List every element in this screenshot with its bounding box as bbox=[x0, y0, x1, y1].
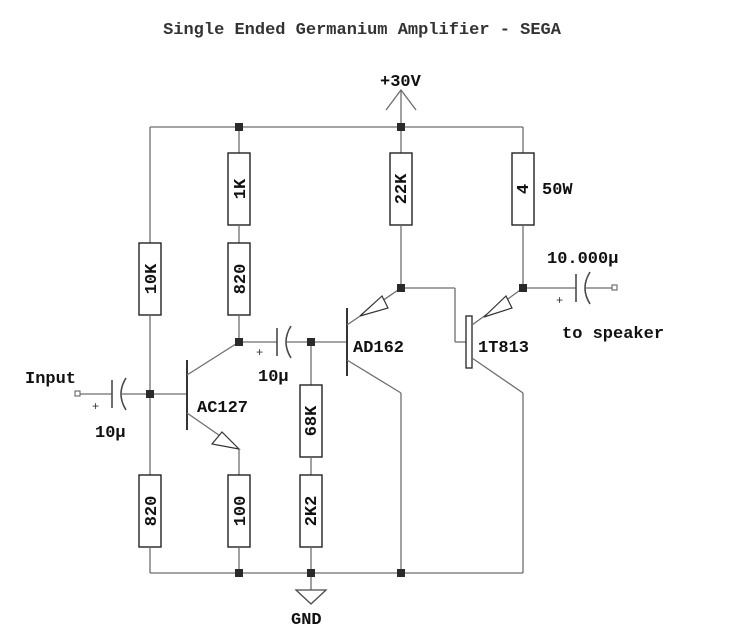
transistor-ad162 bbox=[346, 287, 402, 573]
resistor-1k-label: 1K bbox=[232, 178, 251, 199]
drive-wire bbox=[401, 287, 466, 343]
ground-label: GND bbox=[291, 611, 322, 630]
coupling-capacitor bbox=[239, 325, 347, 359]
input-cap-label: 10µ bbox=[95, 424, 126, 443]
resistor-68k-label: 68K bbox=[303, 405, 322, 436]
diagram-title: Single Ended Germanium Amplifier - SEGA bbox=[163, 21, 562, 40]
resistor-820-bias-label: 820 bbox=[143, 496, 162, 527]
resistor-100-label: 100 bbox=[232, 496, 251, 527]
supply-voltage-label: +30V bbox=[380, 73, 422, 92]
output-label: to speaker bbox=[562, 325, 664, 344]
input-label: Input bbox=[25, 370, 76, 389]
supply-rail bbox=[150, 88, 523, 128]
input-cap-polarity: + bbox=[92, 400, 99, 414]
output-cap-polarity: + bbox=[556, 294, 563, 308]
ground-rail bbox=[150, 572, 523, 605]
coupling-cap-polarity: + bbox=[256, 346, 263, 360]
transistor-ad162-label: AD162 bbox=[353, 339, 404, 358]
junction-dots bbox=[146, 123, 527, 577]
transistor-1t813-label: 1T813 bbox=[478, 339, 529, 358]
resistor-22k-label: 22K bbox=[393, 173, 412, 204]
coupling-cap-label: 10µ bbox=[258, 368, 289, 387]
resistor-2k2-label: 2K2 bbox=[303, 496, 322, 527]
resistor-10k-label: 10K bbox=[143, 263, 162, 294]
transistor-ac127-label: AC127 bbox=[197, 399, 248, 418]
transistor-1t813 bbox=[465, 287, 524, 573]
output-cap-label: 10.000µ bbox=[547, 250, 618, 269]
power-rating-label: 50W bbox=[542, 181, 573, 200]
input-terminal bbox=[74, 377, 150, 411]
output-capacitor bbox=[523, 271, 618, 305]
transistor-ac127 bbox=[150, 341, 241, 450]
resistor-4-label: 4 bbox=[515, 184, 534, 194]
resistor-820-collector-label: 820 bbox=[232, 264, 251, 295]
